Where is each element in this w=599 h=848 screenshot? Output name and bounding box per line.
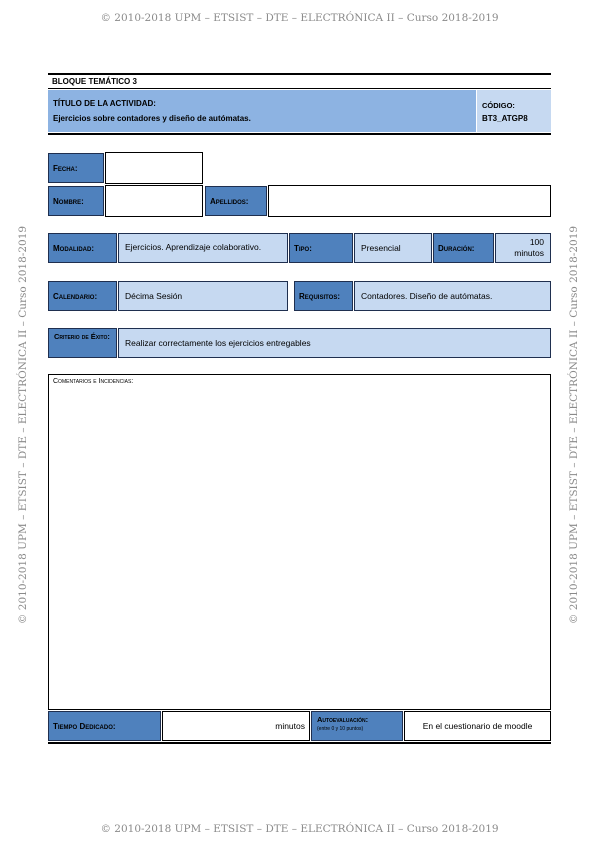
apellidos-field[interactable]: [268, 185, 551, 217]
criterio-value: Realizar correctamente los ejercicios en…: [118, 328, 551, 358]
autoevaluacion-label-box: Autoevaluación: (entre 0 y 10 puntos): [311, 711, 403, 741]
modalidad-label: Modalidad:: [48, 233, 117, 263]
tipo-value: Presencial: [354, 233, 432, 263]
duracion-value: 100 minutos: [495, 233, 551, 263]
criterio-label: Criterio de Éxito:: [48, 328, 117, 358]
header-bottom-rule: [48, 133, 551, 135]
calendario-value: Décima Sesión: [118, 281, 288, 311]
fecha-label: Fecha:: [48, 153, 104, 183]
tiempo-field[interactable]: minutos: [162, 711, 310, 741]
comments-area[interactable]: Comentarios e Incidencias:: [48, 374, 551, 710]
tipo-label: Tipo:: [289, 233, 353, 263]
autoevaluacion-sublabel: (entre 0 y 10 puntos): [317, 726, 364, 732]
watermark-bottom: © 2010-2018 UPM – ETSIST – DTE – ELECTRÓ…: [100, 823, 499, 835]
watermark-top: © 2010-2018 UPM – ETSIST – DTE – ELECTRÓ…: [100, 12, 499, 24]
tiempo-label: Tiempo Dedicado:: [48, 711, 161, 741]
code-panel: CÓDIGO: BT3_ATGP8: [477, 90, 551, 132]
calendario-label: Calendario:: [48, 281, 117, 311]
requisitos-value: Contadores. Diseño de autómatas.: [354, 281, 551, 311]
watermark-right: © 2010-2018 UPM – ETSIST – DTE – ELECTRÓ…: [568, 225, 580, 625]
modalidad-value: Ejercicios. Aprendizaje colaborativo.: [118, 233, 288, 263]
comments-label: Comentarios e Incidencias:: [53, 378, 134, 385]
block-title: BLOQUE TEMÁTICO 3: [52, 77, 137, 86]
nombre-label: Nombre:: [48, 186, 104, 216]
activity-title: Ejercicios sobre contadores y diseño de …: [53, 114, 251, 123]
requisitos-label: Requisitos:: [294, 281, 353, 311]
footer-bottom-rule: [48, 742, 551, 744]
watermark-left: © 2010-2018 UPM – ETSIST – DTE – ELECTRÓ…: [17, 225, 29, 625]
code-value: BT3_ATGP8: [482, 114, 528, 123]
activity-title-panel: TÍTULO DE LA ACTIVIDAD: Ejercicios sobre…: [48, 90, 476, 132]
activity-title-label: TÍTULO DE LA ACTIVIDAD:: [53, 99, 156, 108]
fecha-field[interactable]: [105, 152, 203, 184]
duracion-label: Duración:: [433, 233, 494, 263]
autoevaluacion-value: En el cuestionario de moodle: [404, 711, 551, 741]
autoevaluacion-label: Autoevaluación:: [317, 715, 369, 724]
header-mid-rule: [48, 88, 551, 89]
header-top-rule: [48, 73, 551, 75]
code-label: CÓDIGO:: [482, 101, 515, 110]
nombre-field[interactable]: [105, 185, 203, 217]
apellidos-label: Apellidos:: [205, 186, 267, 216]
